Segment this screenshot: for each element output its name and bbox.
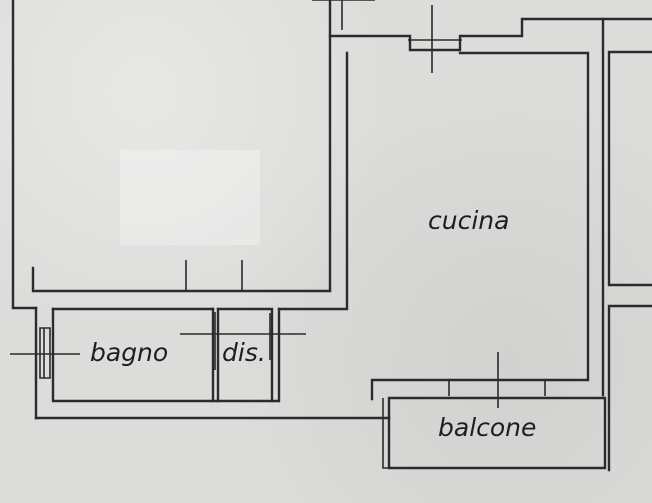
dis-right-wall [216, 307, 274, 403]
balcone-outer-line [382, 398, 605, 469]
room-label-balcone: balcone [438, 413, 537, 442]
bagno-bottom-wall [51, 307, 280, 403]
dis-left-wall [211, 307, 220, 403]
kitchen-right-wall [370, 51, 590, 401]
left-room-partitions [185, 260, 243, 291]
left-room-outer-wall [11, 0, 38, 310]
right-room-wall [607, 50, 652, 287]
kitchen-left-wall [277, 51, 349, 311]
top-door-mark [312, 0, 375, 30]
paper-smudge [120, 150, 260, 245]
room-label-bagno: bagno [90, 338, 169, 367]
room-label-cucina: cucina [428, 206, 510, 235]
left-room-bottom-wall [31, 266, 332, 293]
dis-door-marks [180, 312, 306, 370]
right-lower-wall [607, 304, 652, 472]
room-label-dis: dis. [222, 338, 266, 367]
kitchen-top-wall [328, 17, 652, 52]
kitchen-window-mark [408, 5, 462, 73]
kitchen-bottom-ticks [448, 380, 546, 396]
bagno-window [39, 327, 51, 379]
